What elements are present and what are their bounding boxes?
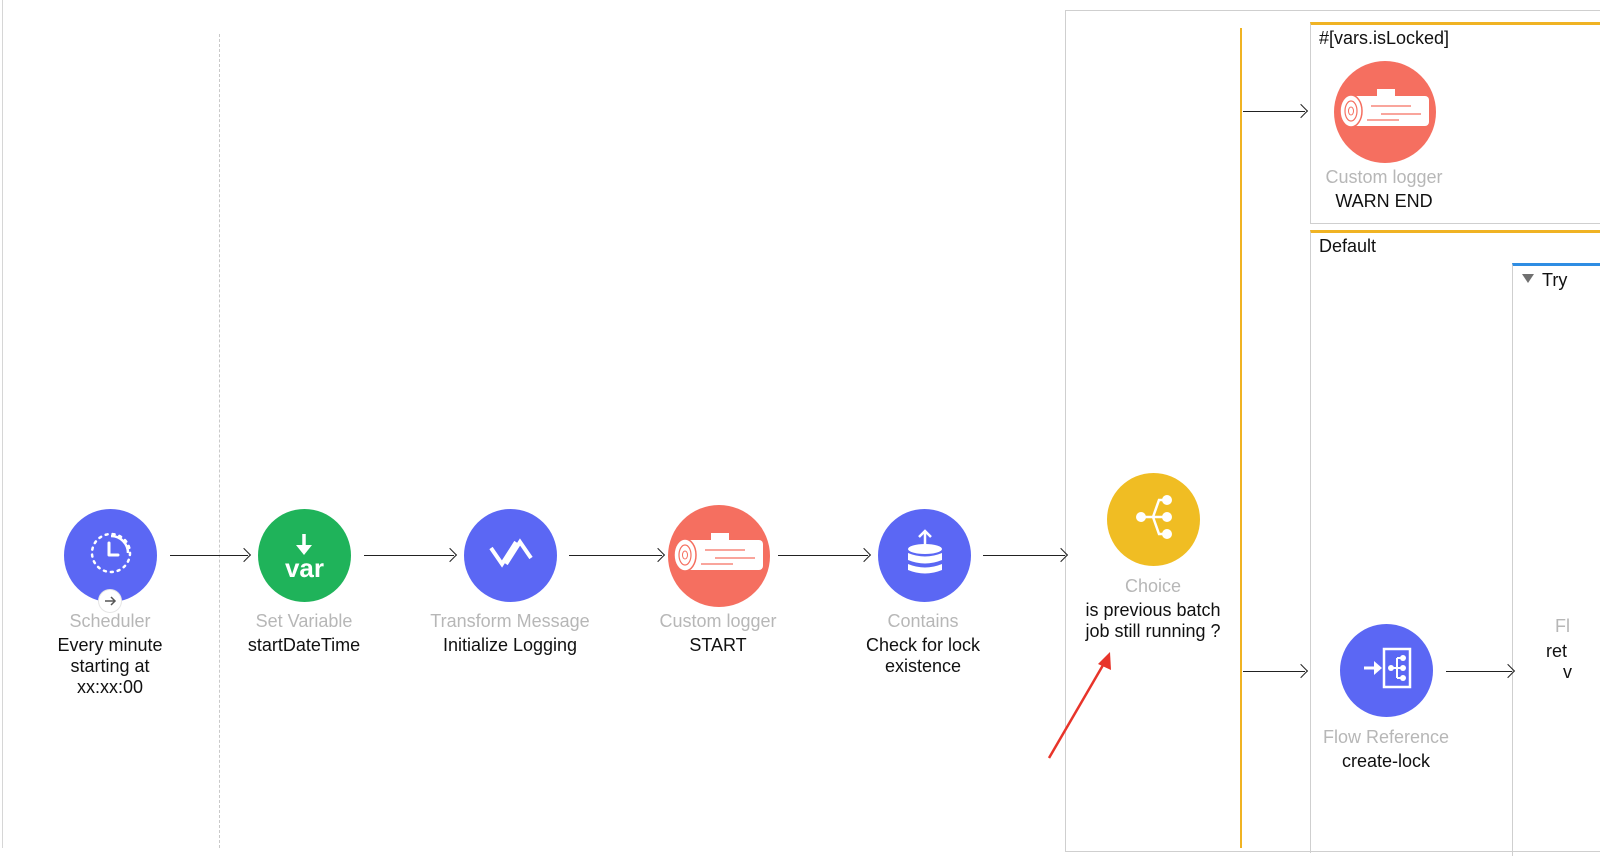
flow-reference-node[interactable] xyxy=(1340,624,1433,717)
source-indicator-icon xyxy=(99,590,121,612)
connector-arrow xyxy=(1243,671,1305,672)
try-node-desc-partial-2: v xyxy=(1563,662,1572,682)
clock-icon xyxy=(88,530,134,581)
route-when-label: #[vars.isLocked] xyxy=(1319,28,1450,48)
choice-icon xyxy=(1129,492,1179,547)
collapse-triangle-icon[interactable] xyxy=(1522,274,1534,283)
database-icon xyxy=(905,529,945,582)
var-icon: var xyxy=(284,531,325,583)
var-icon-text: var xyxy=(284,553,325,583)
try-node-type-partial: Fl xyxy=(1555,616,1570,636)
contains-type-label: Contains xyxy=(887,611,959,631)
contains-node[interactable] xyxy=(878,509,971,602)
transform-desc: Initialize Logging xyxy=(442,635,578,655)
set-variable-desc: startDateTime xyxy=(247,635,361,655)
log-icon xyxy=(1337,80,1433,145)
transform-message-node[interactable] xyxy=(464,509,557,602)
choice-node[interactable] xyxy=(1107,473,1200,566)
contains-desc: Check for lock existence xyxy=(865,635,981,676)
logger-warn-node[interactable] xyxy=(1334,61,1436,163)
choice-desc: is previous batch job still running ? xyxy=(1085,600,1221,641)
choice-route-rail xyxy=(1240,28,1242,848)
logger-start-node[interactable] xyxy=(668,505,770,607)
connector-arrow xyxy=(569,555,662,556)
scheduler-type-label: Scheduler xyxy=(69,611,151,631)
annotation-arrow-icon xyxy=(1047,652,1111,759)
logger-warn-type-label: Custom logger xyxy=(1325,167,1443,187)
route-default-label: Default xyxy=(1319,236,1377,256)
route-when-box[interactable] xyxy=(1310,22,1600,224)
connector-arrow xyxy=(1446,671,1512,672)
scheduler-node[interactable] xyxy=(64,509,157,602)
flow-reference-desc: create-lock xyxy=(1341,751,1431,771)
set-variable-node[interactable]: var xyxy=(258,509,351,602)
connector-arrow xyxy=(364,555,454,556)
flow-reference-type-label: Flow Reference xyxy=(1322,727,1450,747)
logger-start-type-label: Custom logger xyxy=(659,611,777,631)
flow-reference-icon xyxy=(1362,646,1412,695)
try-node-desc-partial: ret xyxy=(1546,641,1568,661)
transform-type-label: Transform Message xyxy=(430,611,590,631)
scheduler-desc: Every minute starting at xx:xx:00 xyxy=(57,635,163,697)
choice-type-label: Choice xyxy=(1124,576,1182,596)
canvas-left-border xyxy=(2,0,3,848)
log-icon xyxy=(671,524,767,589)
logger-warn-desc: WARN END xyxy=(1335,191,1433,211)
connector-arrow xyxy=(983,555,1065,556)
connector-arrow xyxy=(1243,111,1305,112)
logger-start-desc: START xyxy=(689,635,747,655)
try-scope-box[interactable] xyxy=(1512,263,1600,856)
source-divider xyxy=(219,34,220,848)
connector-arrow xyxy=(170,555,248,556)
set-variable-type-label: Set Variable xyxy=(255,611,353,631)
try-scope-label: Try xyxy=(1542,270,1568,290)
transform-icon xyxy=(488,536,534,575)
connector-arrow xyxy=(778,555,868,556)
route-default-box[interactable] xyxy=(1310,230,1600,853)
